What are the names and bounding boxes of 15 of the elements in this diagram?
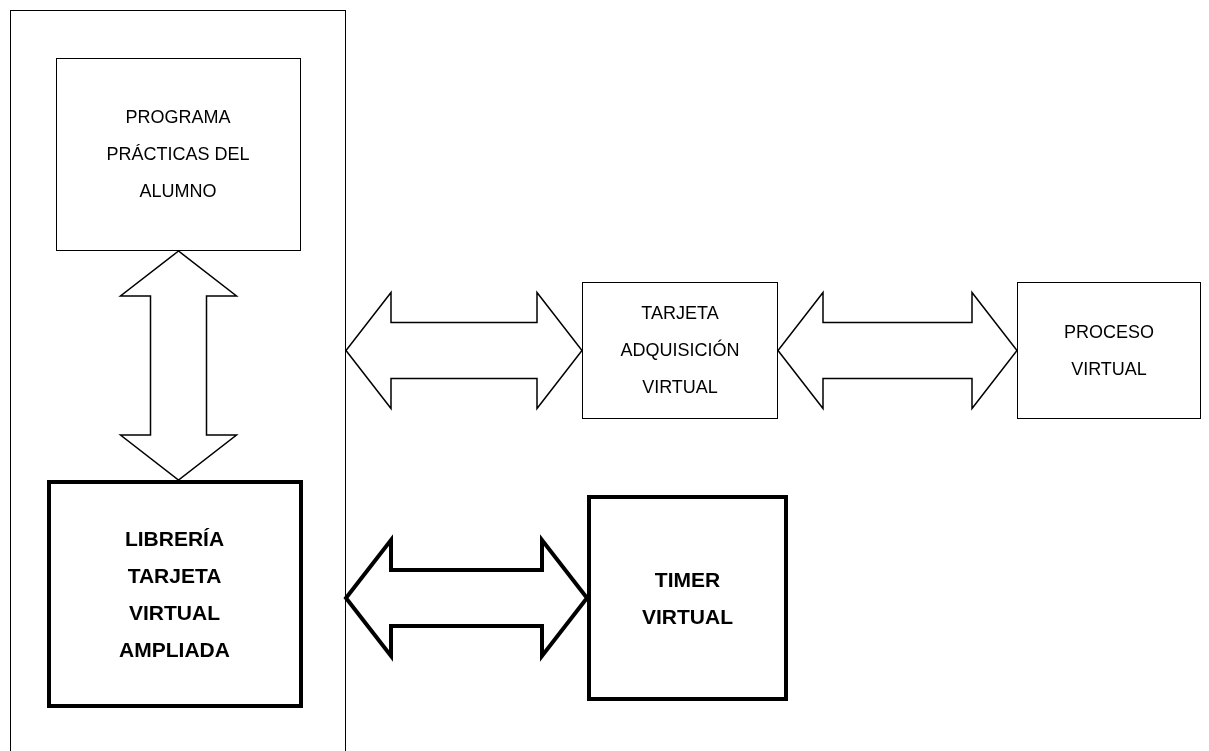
block-arrow — [118, 250, 239, 481]
block-arrow — [343, 534, 590, 662]
box-label: LIBRERÍA TARJETA VIRTUAL AMPLIADA — [118, 525, 231, 663]
process-box — [1017, 282, 1201, 419]
process-box — [587, 495, 788, 701]
process-box — [582, 282, 778, 419]
container-box — [10, 10, 346, 751]
box-label: PROCESO VIRTUAL — [1063, 320, 1155, 381]
box-label: PROGRAMA PRÁCTICAS DEL ALUMNO — [105, 105, 251, 203]
block-arrow — [777, 290, 1018, 411]
process-box — [46, 479, 303, 708]
box-label: TARJETA ADQUISICIÓN VIRTUAL — [619, 302, 741, 399]
box-label: TIMER VIRTUAL — [641, 567, 734, 630]
block-arrow — [345, 290, 583, 411]
process-box — [55, 57, 301, 251]
